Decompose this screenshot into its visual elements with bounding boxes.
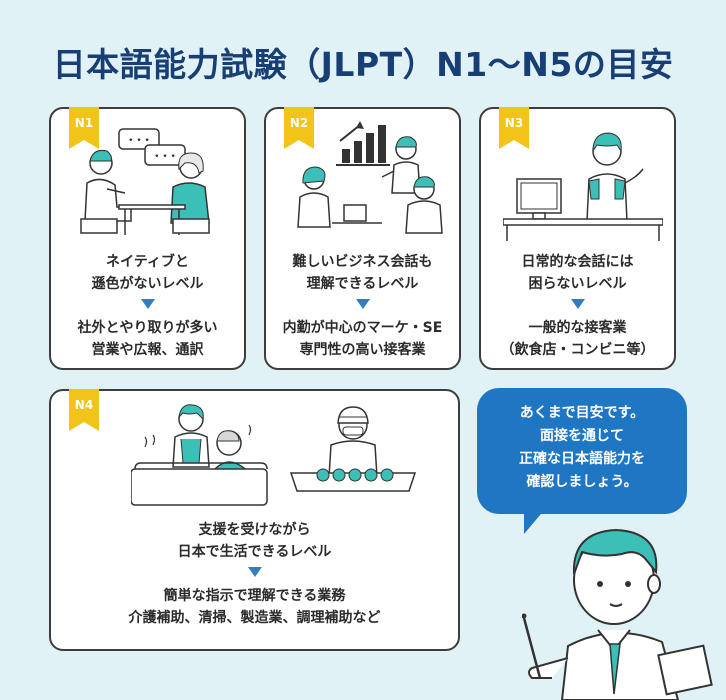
card-n1: N1 • • • • • • ネイティブと 遜色がないレベル 社外とやり取りが多… — [49, 107, 246, 370]
level-ribbon: N2 — [284, 107, 314, 149]
advice-speech-bubble: あくまで目安です。 面接を通じて 正確な日本語能力を 確認しましょう。 — [477, 388, 687, 514]
job-examples-line: 営業や広報、通訳 — [91, 342, 204, 358]
presenter-character-illustration — [522, 528, 713, 700]
level-description-line: 理解できるレベル — [306, 276, 419, 292]
bubble-line: 面接を通じて — [540, 428, 624, 444]
speech-dots: • • • — [128, 136, 150, 146]
level-description-line: 遜色がないレベル — [91, 276, 204, 292]
bubble-line: あくまで目安です。 — [519, 405, 645, 421]
bubble-tail — [524, 508, 546, 534]
level-description-line: 難しいビジネス会話も — [292, 254, 433, 270]
down-arrow-icon — [570, 299, 585, 309]
level-description-line: ネイティブと — [106, 254, 189, 270]
down-arrow-icon — [355, 299, 370, 309]
job-examples-line: 社外とやり取りが多い — [77, 320, 218, 336]
down-arrow-icon — [247, 567, 262, 577]
bubble-line: 正確な日本語能力を — [519, 451, 645, 467]
presentation-illustration — [297, 121, 443, 234]
job-examples-line: 一般的な接客業 — [528, 320, 627, 336]
card-n2: N2 難しいビジネス会話も 理解できるレベル 内勤が中心のマーケ・SE 専門性の… — [264, 107, 461, 370]
job-examples-line: 専門性の高い接客業 — [299, 342, 426, 358]
card-n3: N3 日常的な会話には 困らないレベル 一般的な接客業 （飲食店・コンビニ等） — [479, 107, 676, 370]
level-description-line: 支援を受けながら — [198, 522, 311, 538]
level-label: N1 — [74, 116, 94, 130]
level-description-line: 日常的な会話には — [521, 254, 634, 270]
level-ribbon: N3 — [499, 107, 529, 149]
speech-dots: • • • — [154, 152, 176, 162]
level-label: N3 — [504, 116, 524, 130]
job-examples-line: 内勤が中心のマーケ・SE — [282, 320, 443, 336]
job-examples-line: （飲食店・コンビニ等） — [500, 342, 655, 358]
meeting-illustration: • • • • • • — [80, 128, 210, 235]
caregiving-illustration — [131, 404, 268, 506]
cashier-illustration — [503, 132, 663, 241]
level-description-line: 日本で生活できるレベル — [177, 544, 332, 560]
card-n4: N4 支援を受けながら 日本で生活できるレベル 簡単な指示で理解できる業務 介護… — [49, 389, 460, 651]
job-examples-line: 介護補助、清掃、製造業、調理補助など — [128, 610, 381, 626]
food-factory-illustration — [289, 406, 417, 492]
job-examples-line: 簡単な指示で理解できる業務 — [163, 588, 346, 604]
level-ribbon: N4 — [69, 389, 99, 431]
down-arrow-icon — [140, 299, 155, 309]
level-ribbon: N1 — [69, 107, 99, 149]
level-label: N4 — [74, 398, 94, 412]
page-title: 日本語能力試験（JLPT）N1〜N5の目安 — [52, 45, 674, 84]
level-label: N2 — [289, 116, 309, 130]
level-description-line: 困らないレベル — [528, 276, 627, 292]
bubble-line: 確認しましょう。 — [526, 474, 638, 490]
